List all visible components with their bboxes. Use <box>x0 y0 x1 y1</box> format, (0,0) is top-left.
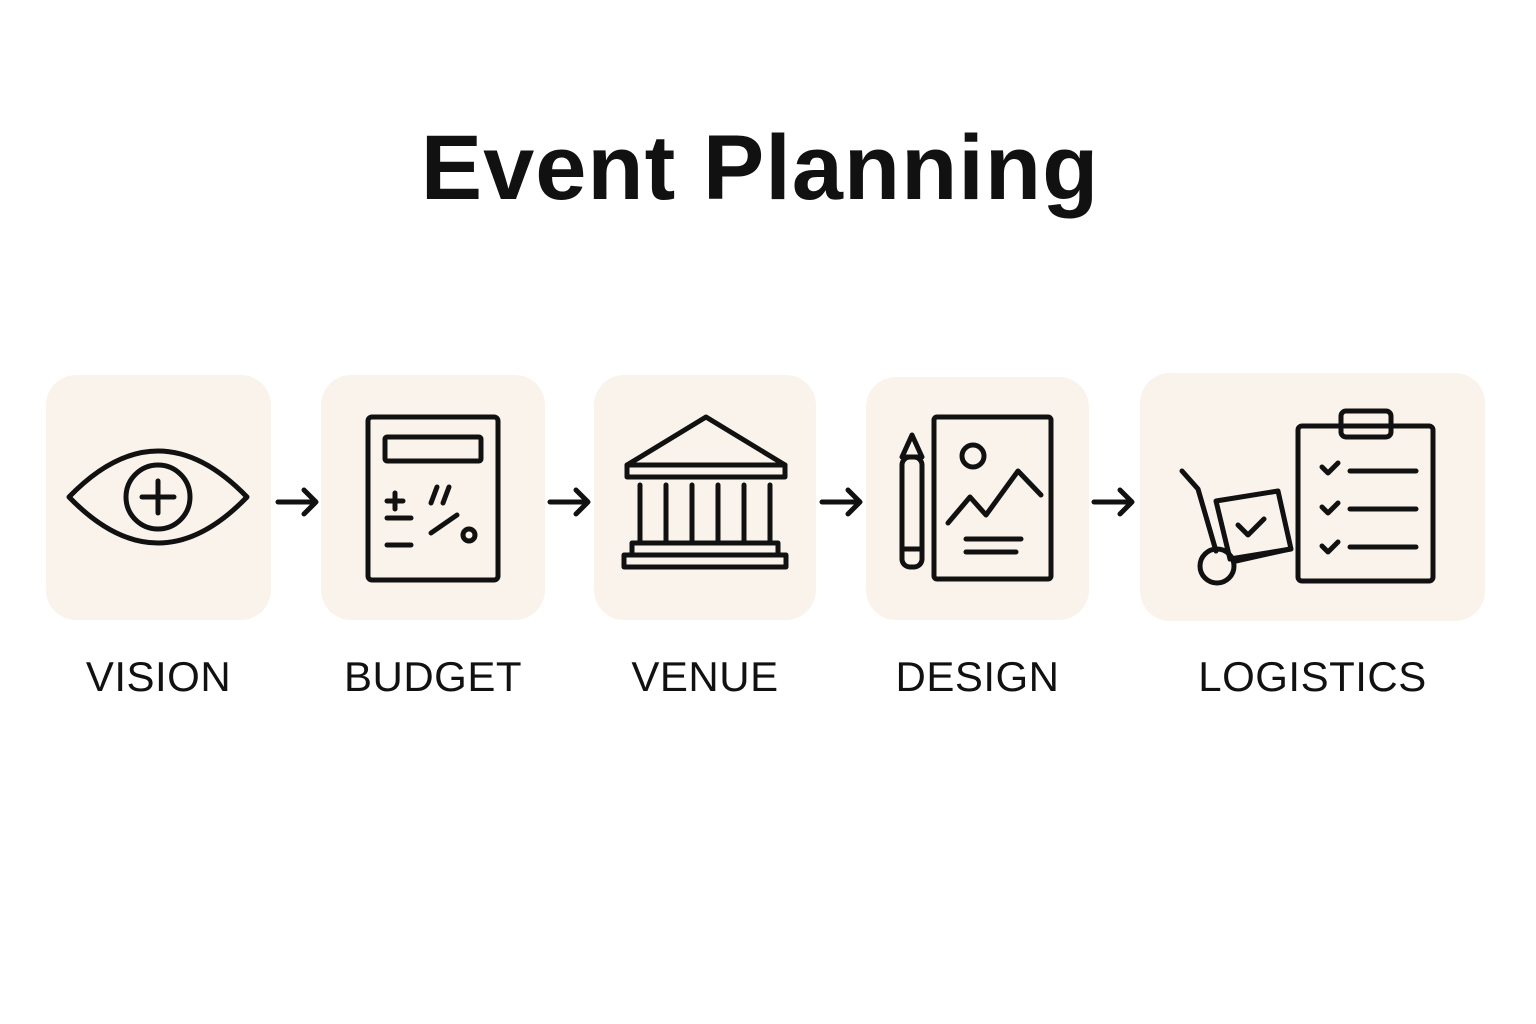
calculator-icon <box>365 414 501 583</box>
step-design-tile <box>866 377 1089 620</box>
arrow-right-icon <box>274 482 322 522</box>
logistics-icon <box>1179 408 1436 586</box>
step-label-logistics: LOGISTICS <box>1198 653 1427 700</box>
step-label-design: DESIGN <box>895 653 1060 700</box>
step-label-venue: VENUE <box>631 653 779 700</box>
design-icon <box>899 414 1054 582</box>
arrow-right-icon <box>1090 482 1138 522</box>
diagram-title: Event Planning <box>420 117 1100 219</box>
step-vision-tile <box>46 375 271 620</box>
building-icon <box>621 414 789 570</box>
step-venue-tile <box>594 375 816 620</box>
step-label-vision: VISION <box>85 653 232 700</box>
arrow-right-icon <box>818 482 866 522</box>
step-label-budget: BUDGET <box>343 653 522 700</box>
arrow-right-icon <box>546 482 594 522</box>
step-budget-tile <box>321 375 545 620</box>
eye-icon <box>66 448 250 546</box>
step-logistics-tile <box>1140 373 1485 621</box>
